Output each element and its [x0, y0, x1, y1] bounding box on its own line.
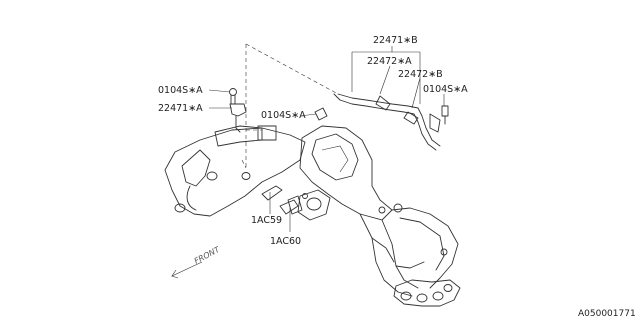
front-direction-arrow: FRONT: [171, 244, 222, 279]
callout-22472-b: 22472∗B: [398, 69, 443, 80]
bolt-center: [314, 107, 328, 121]
callout-0104s-a-right: 0104S∗A: [423, 84, 468, 95]
callout-22472-a: 22472∗A: [367, 56, 412, 67]
assembly-lines: [241, 43, 339, 169]
intake-manifold: [164, 125, 461, 307]
callout-1ac59: 1AC59: [251, 215, 282, 226]
bracket-22471-a: [229, 103, 247, 133]
callout-0104s-a-center: 0104S∗A: [261, 110, 306, 121]
bolt-left: [229, 88, 237, 105]
callout-22471-b: 22471∗B: [373, 35, 418, 46]
leader-lines: [208, 46, 445, 232]
callout-22471-a: 22471∗A: [158, 103, 203, 114]
front-label: FRONT: [193, 244, 222, 265]
reference-id: A050001771: [578, 309, 636, 319]
bracket-22471-b: [333, 93, 441, 151]
bolt-right: [441, 105, 449, 125]
callout-0104s-a-left: 0104S∗A: [158, 85, 203, 96]
callout-1ac60: 1AC60: [270, 236, 301, 247]
